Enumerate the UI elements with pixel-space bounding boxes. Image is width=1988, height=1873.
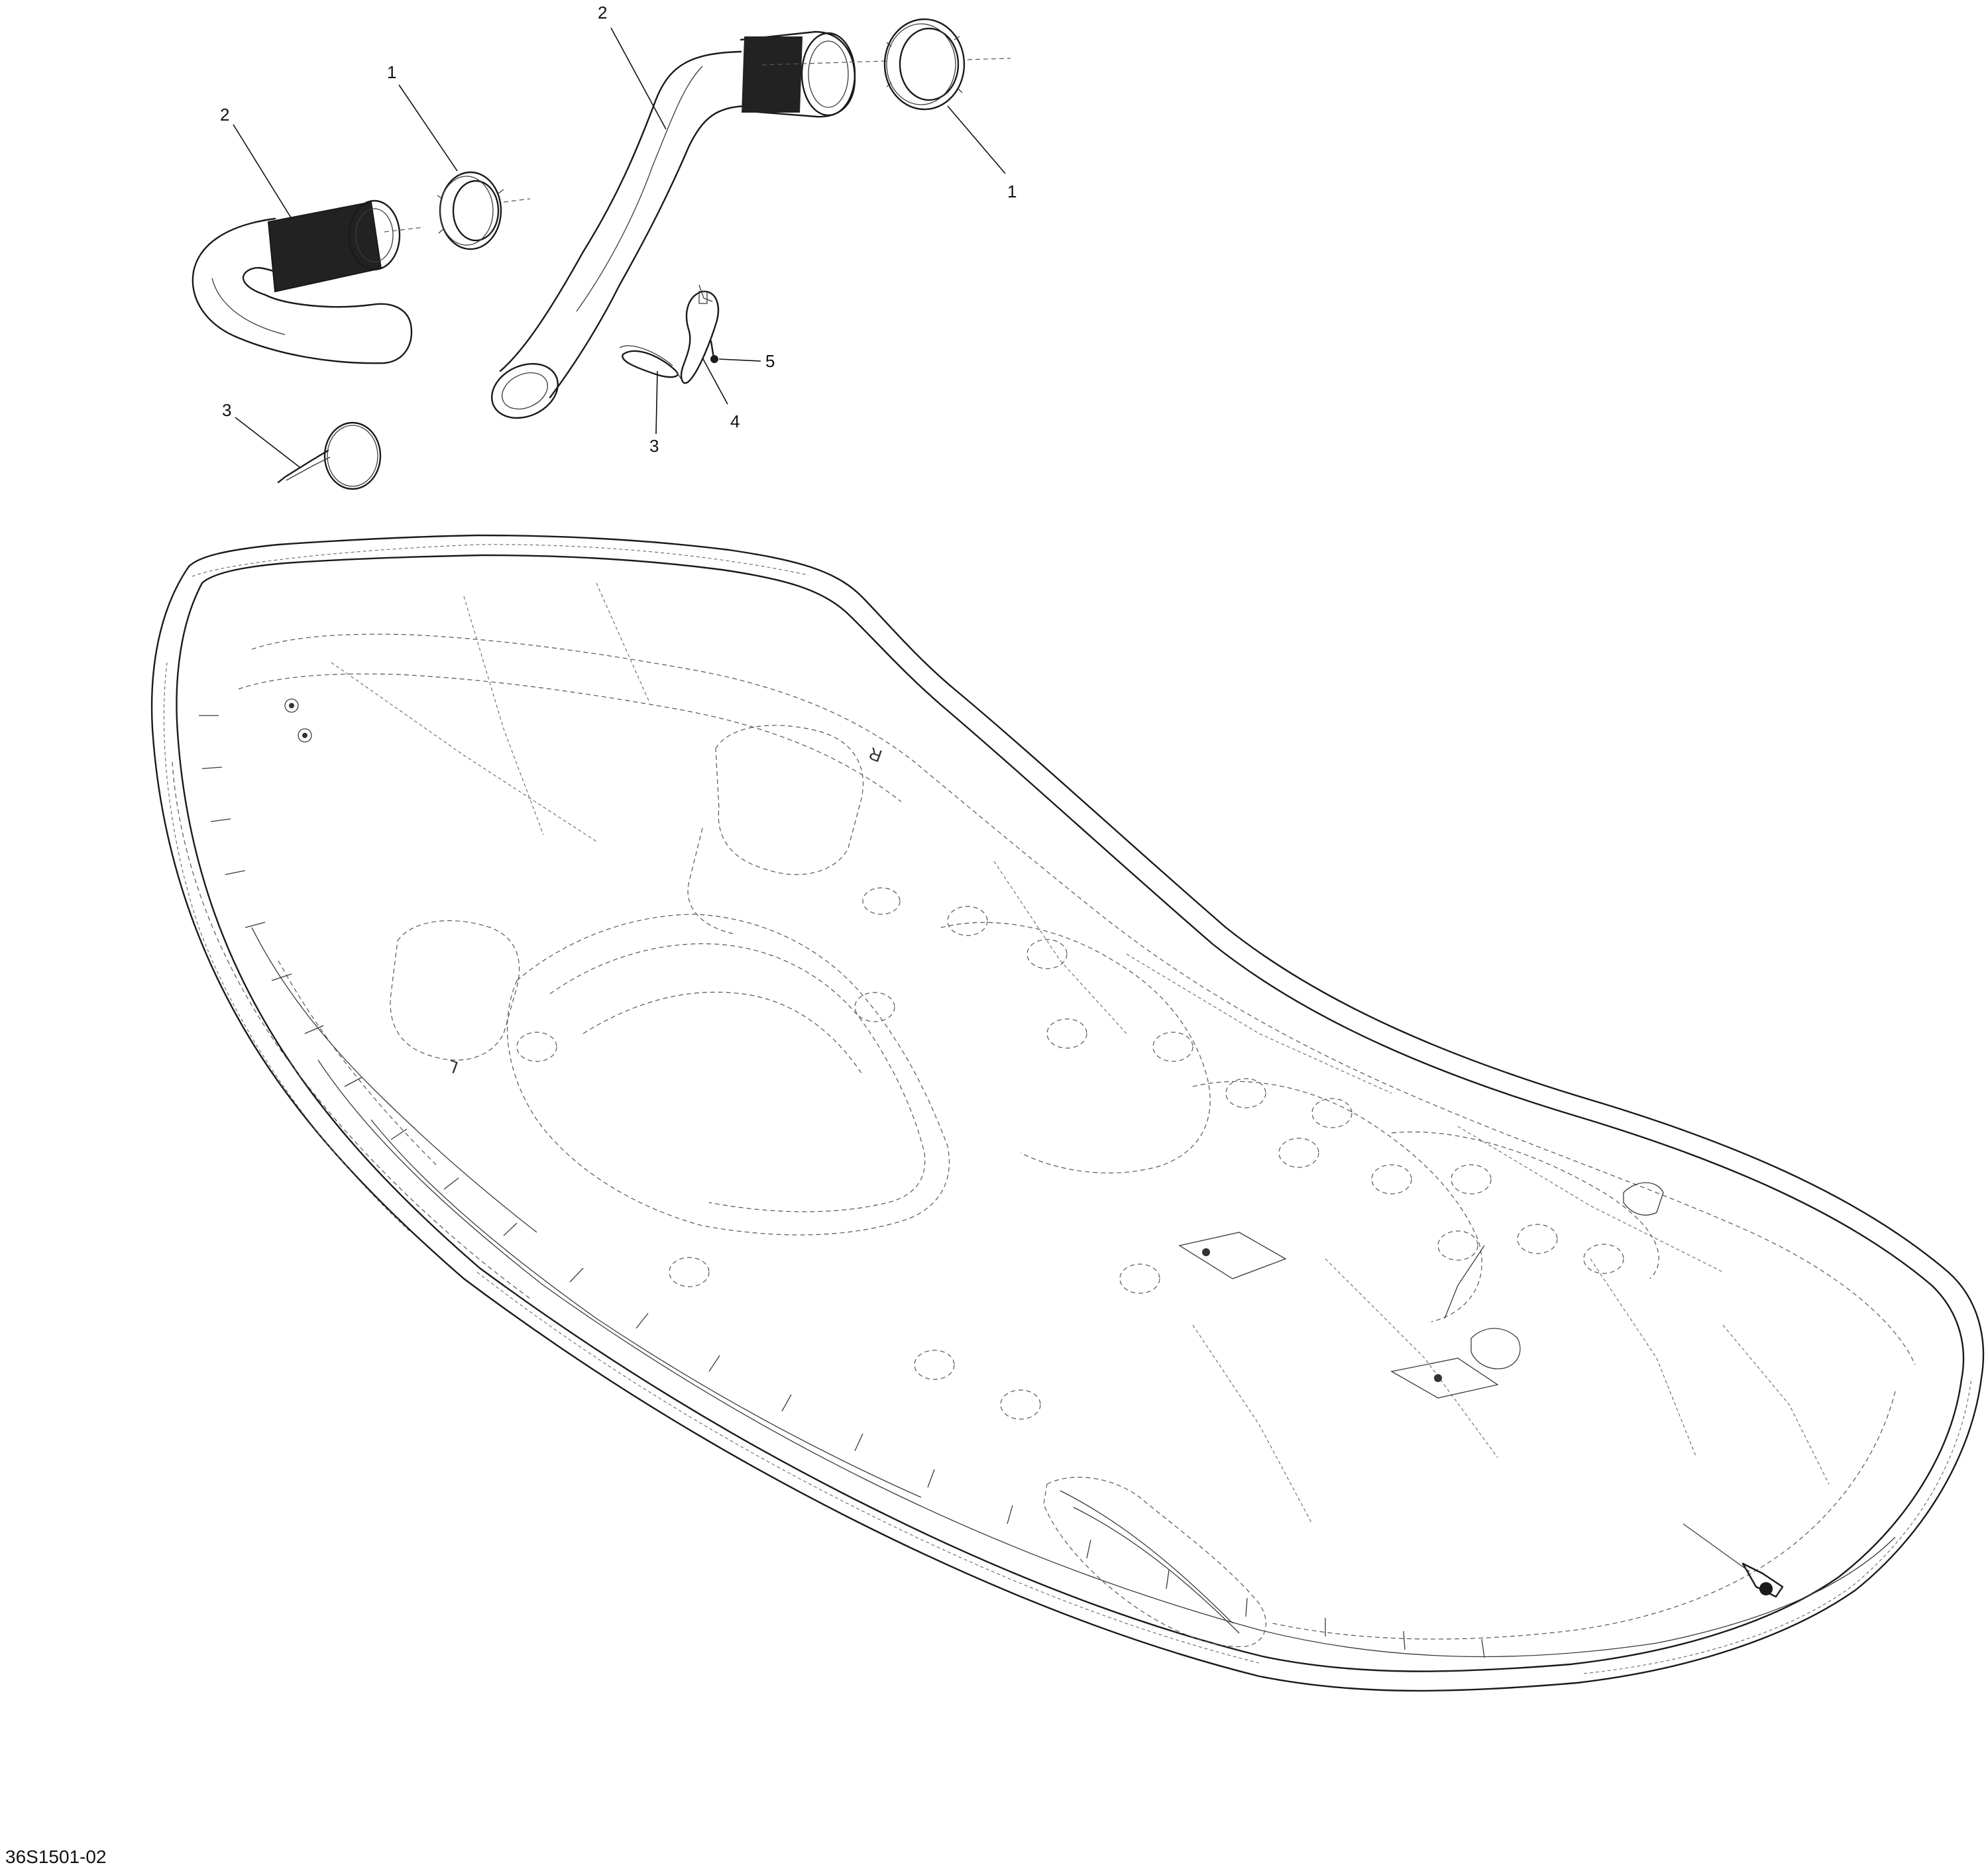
callout-label: 1 [387, 62, 396, 82]
svg-text:R: R [866, 743, 885, 767]
callout-label: 4 [730, 411, 740, 431]
reference-code: 36S1501-02 [5, 1846, 107, 1867]
screw [710, 340, 718, 363]
gear-clamp [277, 421, 382, 490]
mounting-holes [516, 887, 1624, 1420]
seat-assembly: R L [150, 534, 1985, 1692]
callout-label: 2 [598, 3, 607, 23]
callout-label: 3 [649, 436, 659, 456]
strap-clip [680, 284, 720, 384]
callout-label: 2 [220, 105, 229, 125]
svg-text:L: L [445, 1055, 461, 1077]
callout-label: 3 [222, 400, 231, 420]
callout-label: 1 [1007, 182, 1017, 201]
clamp-ring-upper [883, 18, 1011, 111]
hose-elbow [192, 199, 425, 364]
cable-tie [619, 345, 682, 380]
hose-upper [491, 30, 889, 419]
callout-label: 5 [765, 351, 775, 371]
callouts: 2 1 1 2 3 3 4 5 [220, 3, 1017, 468]
clamp-ring-left [437, 171, 531, 250]
